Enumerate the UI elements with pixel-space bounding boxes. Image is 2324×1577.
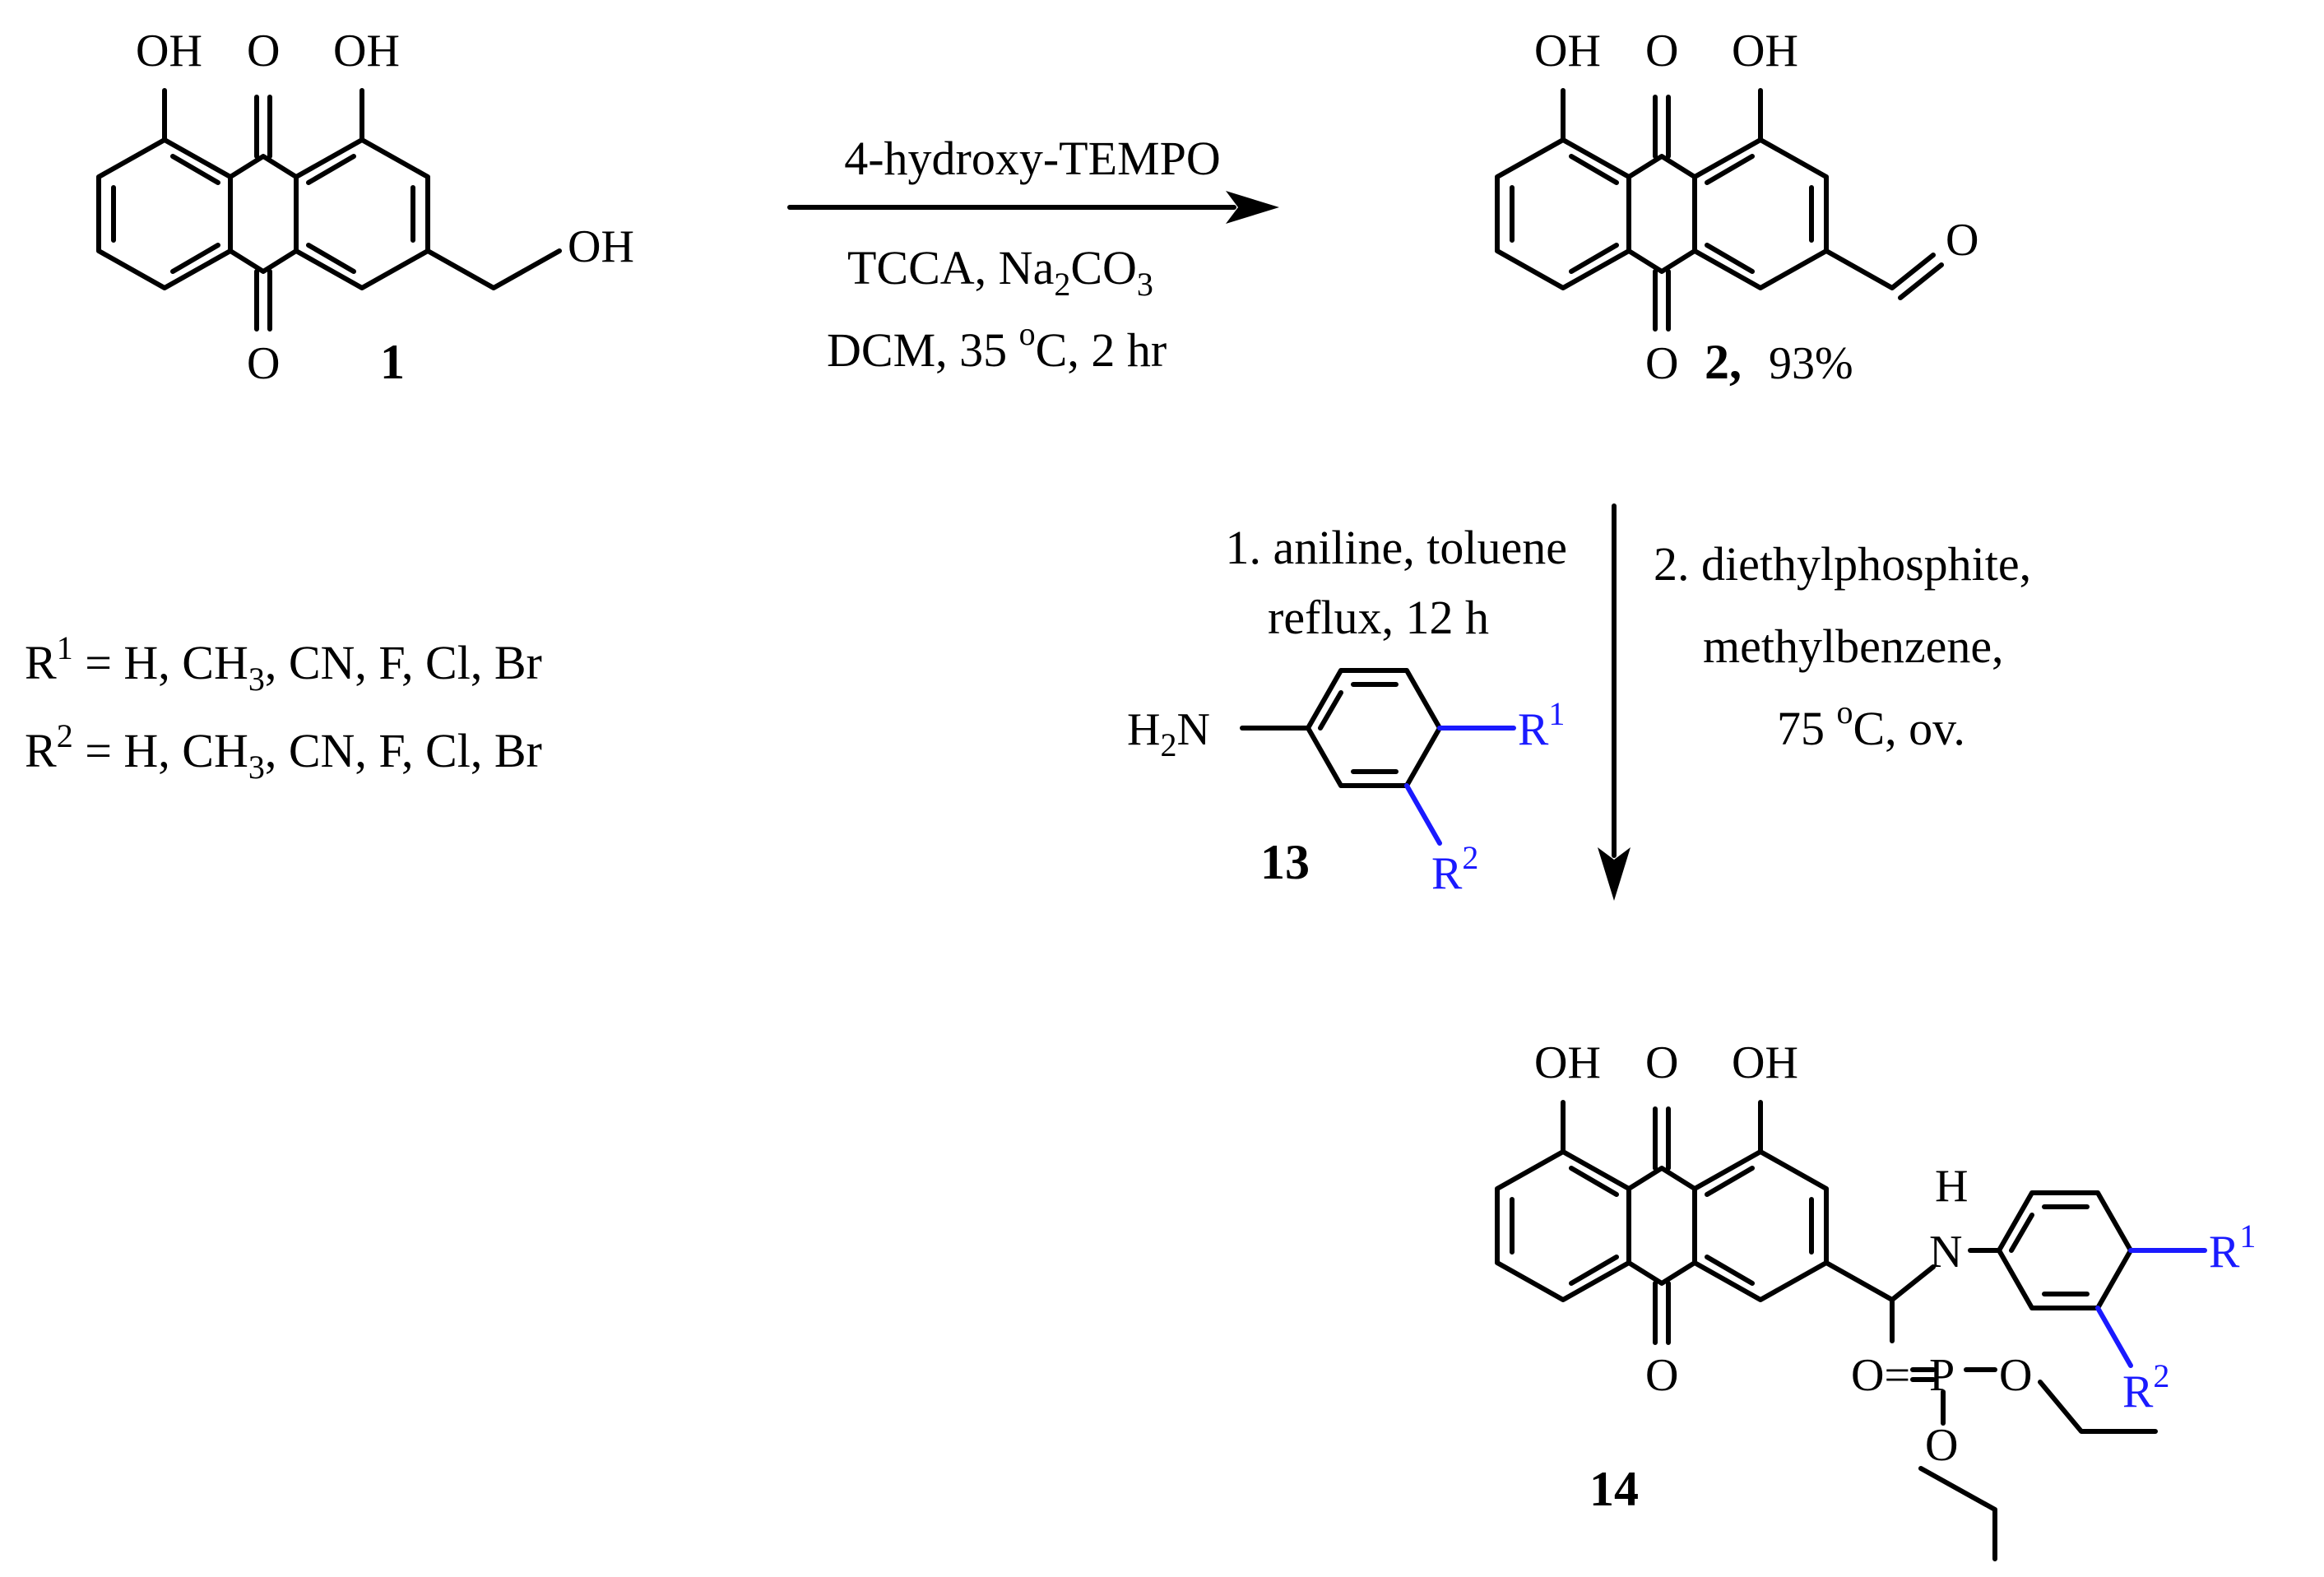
oh-label: OH [568, 221, 634, 272]
oh-label: OH [1732, 26, 1798, 77]
r1-substituent-label: R1 [1518, 695, 1565, 755]
arrow-head-1 [1226, 191, 1279, 224]
carbonyl-o-label: O [1645, 26, 1678, 77]
step1-conditions-line2: TCCA, Na2CO3 [847, 241, 1153, 303]
arrow-head-2 [1598, 847, 1631, 901]
compound-2-structure [1495, 88, 1944, 332]
r2-substituent-label: R2 [2122, 1357, 2169, 1417]
step2-right-line1: 2. diethylphosphite, [1654, 537, 2031, 591]
step2-right-line3: 75 oC, ov. [1777, 693, 1965, 755]
oh-label: OH [1732, 1037, 1798, 1088]
carbonyl-o-label: O [1645, 338, 1678, 389]
aldehyde-o-label: O [1946, 215, 1978, 266]
nh-nitrogen-label: N [1929, 1227, 1962, 1278]
oh-label: OH [1534, 1037, 1601, 1088]
phosphorus-label: P [1929, 1350, 1955, 1401]
amine-label: H2N [1127, 704, 1210, 763]
step1-conditions-line3: DCM, 35 oC, 2 hr [827, 315, 1167, 377]
compound-2-label: 2, [1705, 335, 1742, 389]
compound-1-structure [96, 88, 562, 332]
step2-right-line2: methylbenzene, [1703, 619, 2004, 673]
r1-definition: R1 = H, CH3, CN, F, Cl, Br [25, 629, 542, 698]
aniline-13-structure [1240, 668, 1516, 846]
oh-label: OH [1534, 26, 1601, 77]
ester-o-label: O [1999, 1350, 2032, 1401]
carbonyl-o-label: O [247, 26, 280, 77]
ester-o-label: O [1925, 1420, 1958, 1471]
oh-label: OH [136, 26, 202, 77]
compound-1-label: 1 [380, 335, 405, 389]
r2-substituent-label: R2 [1431, 839, 1478, 899]
compound-13-label: 13 [1260, 835, 1310, 889]
nh-hydrogen-label: H [1935, 1161, 1968, 1212]
compound-14-structure [1495, 1100, 2207, 1561]
carbonyl-o-label: O [247, 338, 280, 389]
carbonyl-o-label: O [1645, 1037, 1678, 1088]
compound-14-label: 14 [1589, 1462, 1639, 1516]
phosphoryl-o-label: O= [1851, 1350, 1910, 1401]
carbonyl-o-label: O [1645, 1350, 1678, 1401]
step1-reagent: 4-hydroxy-TEMPO [844, 132, 1221, 185]
step2-left-line2: reflux, 12 h [1268, 591, 1489, 644]
step2-left-line1: 1. aniline, toluene [1225, 521, 1567, 574]
r2-definition: R2 = H, CH3, CN, F, Cl, Br [25, 717, 542, 786]
r1-substituent-label: R1 [2209, 1218, 2256, 1278]
compound-2-yield: 93% [1769, 338, 1853, 389]
oh-label: OH [333, 26, 400, 77]
